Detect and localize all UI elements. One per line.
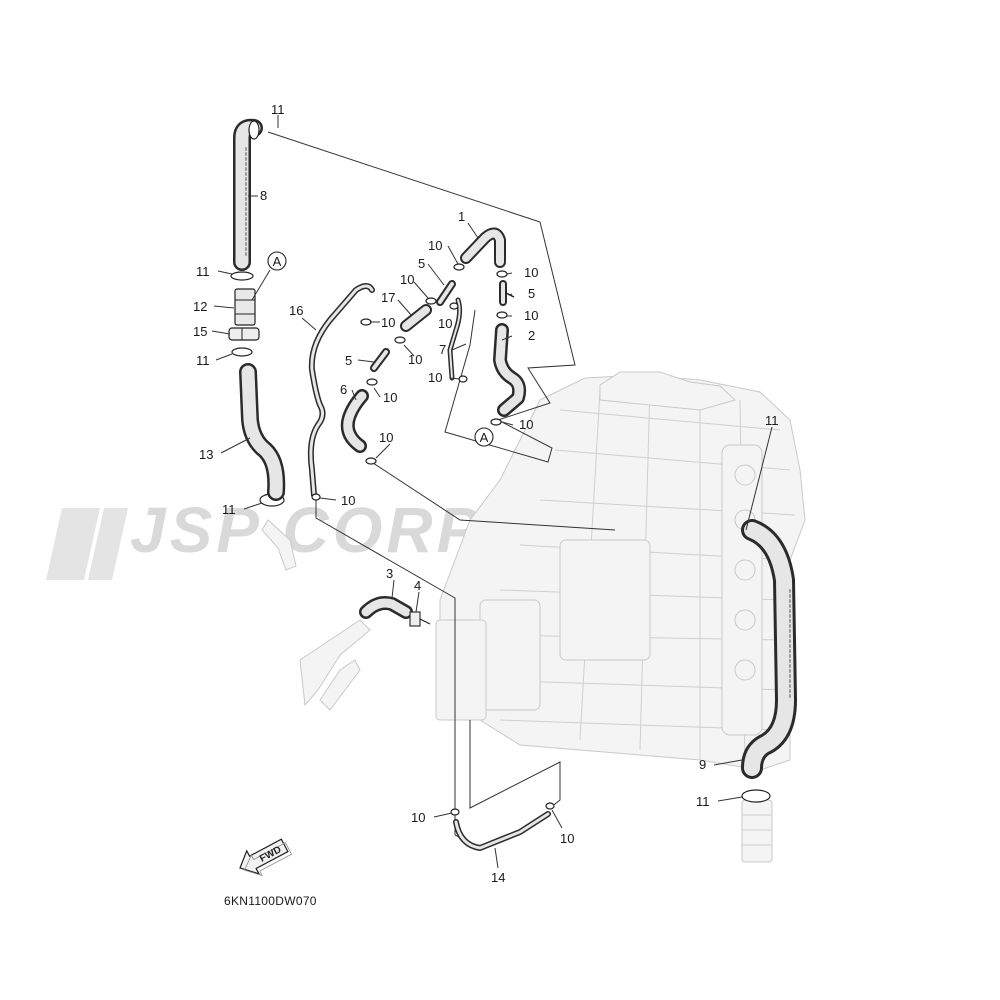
callout-4: 4	[414, 578, 421, 593]
hose-13	[239, 363, 286, 501]
callout-10: 10	[341, 493, 355, 508]
callout-labels: 11 8 11 12 15 11 13 11 16 1 10 5 10 17 1…	[193, 102, 779, 885]
connector-5b	[499, 280, 515, 306]
o-ring-11a	[230, 271, 254, 281]
callout-2: 2	[528, 328, 535, 343]
hose-6	[340, 389, 369, 453]
callout-11: 11	[696, 794, 710, 809]
hose-16	[307, 283, 375, 498]
connector-5a	[436, 280, 456, 306]
callout-11: 11	[765, 413, 779, 428]
clips-10	[311, 263, 555, 816]
callout-14: 14	[491, 870, 505, 885]
hose-7	[447, 297, 463, 381]
callout-11: 11	[222, 502, 236, 517]
callout-10: 10	[379, 430, 393, 445]
callout-11: 11	[271, 102, 285, 117]
callout-10: 10	[428, 370, 442, 385]
fwd-label: FWD	[258, 844, 283, 864]
fitting-12	[234, 288, 256, 326]
callout-10: 10	[411, 810, 425, 825]
connector-4	[409, 611, 431, 627]
reference-marker-a-right: A	[474, 427, 494, 447]
hose-3	[359, 596, 413, 619]
callout-10: 10	[383, 390, 397, 405]
hose-1	[460, 227, 506, 268]
callout-10: 10	[438, 316, 452, 331]
o-ring-11-bottom	[741, 789, 771, 803]
hose-17	[400, 304, 432, 332]
callout-8: 8	[260, 188, 267, 203]
callout-15: 15	[193, 324, 207, 339]
reference-marker-a-left: A	[267, 251, 287, 271]
callout-17: 17	[381, 290, 395, 305]
hose-14	[453, 811, 551, 851]
reference-marker-label: A	[273, 254, 282, 269]
callout-10: 10	[400, 272, 414, 287]
callout-10: 10	[560, 831, 574, 846]
callout-10: 10	[428, 238, 442, 253]
hoses	[228, 118, 797, 851]
fwd-arrow-icon: FWD	[239, 838, 293, 877]
hose-8	[233, 118, 263, 271]
o-ring-11b	[231, 347, 253, 357]
callout-10: 10	[519, 417, 533, 432]
callout-5: 5	[418, 256, 425, 271]
callout-5: 5	[345, 353, 352, 368]
callout-10: 10	[381, 315, 395, 330]
reference-marker-label: A	[480, 430, 489, 445]
callout-6: 6	[340, 382, 347, 397]
callout-10: 10	[524, 265, 538, 280]
callout-9: 9	[699, 757, 706, 772]
callout-11: 11	[196, 353, 210, 368]
callout-13: 13	[199, 447, 213, 462]
callout-16: 16	[289, 303, 303, 318]
leader-lines	[211, 115, 773, 869]
diagram-code: 6KN1100DW070	[224, 894, 317, 908]
connector-5c	[370, 348, 390, 372]
callout-1: 1	[458, 209, 465, 224]
callout-12: 12	[193, 299, 207, 314]
callout-7: 7	[439, 342, 446, 357]
hose-9	[741, 519, 797, 779]
callout-5: 5	[528, 286, 535, 301]
callout-3: 3	[386, 566, 393, 581]
clamp-15	[228, 327, 260, 341]
callout-11: 11	[196, 264, 210, 279]
callout-10: 10	[408, 352, 422, 367]
engine-block-ghost	[261, 371, 806, 863]
hose-2	[493, 323, 527, 417]
callout-10: 10	[524, 308, 538, 323]
